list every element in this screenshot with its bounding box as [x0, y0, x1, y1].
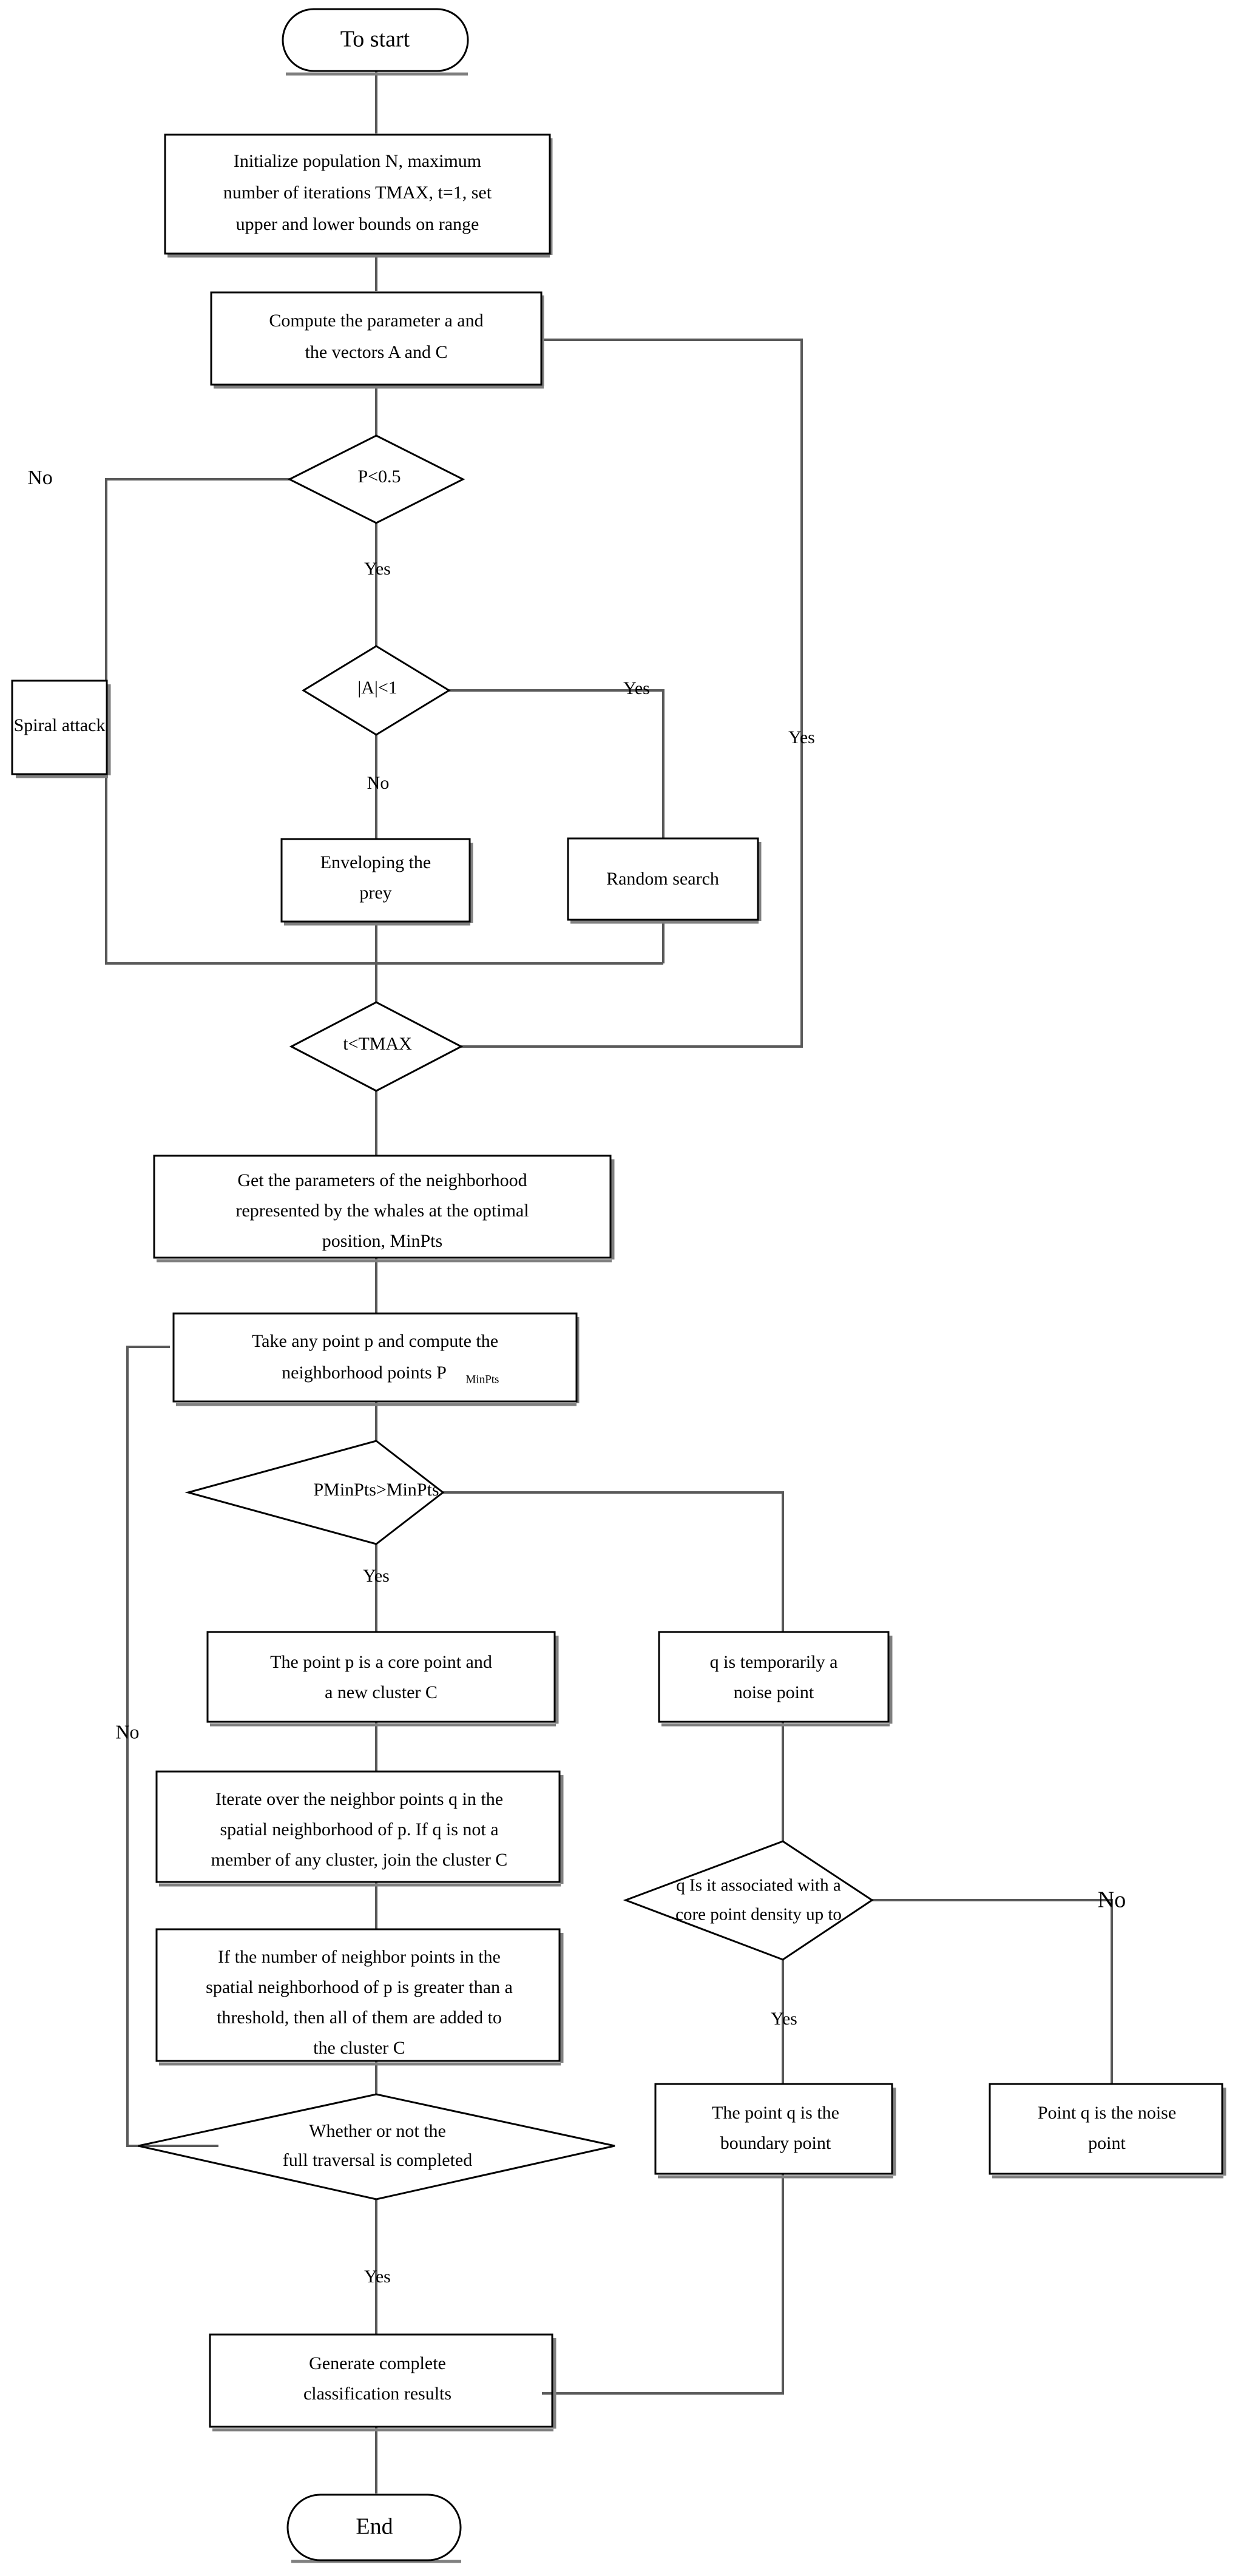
- node-noise-point-line-2: point: [1088, 2133, 1126, 2153]
- node-threshold-add-line-2: spatial neighborhood of p is greater tha…: [206, 1977, 513, 1997]
- edge-label-p-no: No: [27, 467, 53, 489]
- node-take-point-p-line-1: Take any point p and compute the: [252, 1331, 498, 1351]
- node-core-point-line-1: The point p is a core point and: [270, 1652, 492, 1672]
- node-temp-noise[interactable]: q is temporarily a noise point: [658, 1631, 890, 1723]
- node-q-associated[interactable]: q Is it associated with a core point den…: [623, 1840, 874, 1961]
- node-get-params-line-3: position, MinPts: [322, 1231, 442, 1251]
- node-iterate-neighbors-line-3: member of any cluster, join the cluster …: [211, 1850, 508, 1870]
- edge-label-a-no: No: [367, 773, 390, 793]
- edge-label-layer: No Yes Yes No Yes Yes No No Yes Yes: [27, 467, 1126, 2287]
- node-core-point[interactable]: The point p is a core point and a new cl…: [206, 1631, 556, 1723]
- node-spiral-attack-label: Spiral attack: [14, 715, 106, 735]
- node-core-point-line-2: a new cluster C: [325, 1682, 438, 1702]
- edge-label-p-yes: Yes: [364, 559, 391, 579]
- node-pminpts-gt-minpts[interactable]: PMinPts>MinPts: [184, 1440, 445, 1545]
- node-iterate-neighbors-line-2: spatial neighborhood of p. If q is not a: [220, 1819, 498, 1839]
- node-boundary-point[interactable]: The point q is the boundary point: [654, 2083, 893, 2175]
- edge-label-q-no: No: [1098, 1887, 1126, 1913]
- node-initialize-line-2: number of iterations TMAX, t=1, set: [223, 183, 492, 203]
- edge-label-q-yes: Yes: [771, 2009, 797, 2029]
- edge-label-traversal-yes: Yes: [364, 2267, 391, 2287]
- node-iterate-neighbors-line-1: Iterate over the neighbor points q in th…: [215, 1789, 503, 1809]
- edge-label-tmax-yes: Yes: [788, 727, 815, 747]
- node-p-lt-half-label: P<0.5: [357, 467, 401, 487]
- node-take-point-p-line-2: neighborhood points P: [282, 1363, 447, 1383]
- node-end-label: End: [356, 2514, 393, 2540]
- node-abs-a-lt-1[interactable]: |A|<1: [302, 645, 451, 736]
- node-threshold-add-line-1: If the number of neighbor points in the: [218, 1947, 501, 1967]
- edge-spiral-join: [105, 774, 663, 965]
- node-start-label: To start: [340, 27, 410, 52]
- node-spiral-attack[interactable]: Spiral attack: [11, 679, 108, 775]
- node-boundary-point-line-1: The point q is the: [712, 2103, 839, 2123]
- node-start[interactable]: To start: [282, 8, 469, 72]
- node-initialize[interactable]: Initialize population N, maximum number …: [164, 133, 551, 255]
- node-take-point-p-subscript: MinPts: [466, 1373, 499, 1386]
- node-q-associated-line-1: q Is it associated with a: [676, 1876, 841, 1895]
- node-noise-point-line-1: Point q is the noise: [1038, 2103, 1176, 2123]
- node-q-associated-line-2: core point density up to: [675, 1905, 842, 1924]
- node-random-search[interactable]: Random search: [567, 837, 759, 921]
- node-generate-results-line-2: classification results: [303, 2384, 451, 2404]
- node-t-lt-tmax-label: t<TMAX: [343, 1034, 412, 1054]
- connector-layer: [105, 71, 1113, 2493]
- edge-label-traversal-no: No: [115, 1721, 139, 1742]
- edge-traversal-no-to-takepoint: [126, 1346, 218, 2147]
- node-end[interactable]: End: [286, 2493, 462, 2561]
- edge-label-a-yes: Yes: [623, 678, 650, 698]
- node-generate-results[interactable]: Generate complete classification results: [209, 2333, 553, 2428]
- node-boundary-point-line-2: boundary point: [720, 2133, 831, 2153]
- shadow-layer: [16, 72, 1226, 2563]
- edge-qassoc-no-to-noise: [872, 1899, 1113, 2084]
- node-initialize-line-1: Initialize population N, maximum: [234, 151, 481, 171]
- node-get-params[interactable]: Get the parameters of the neighborhood r…: [153, 1155, 612, 1259]
- node-temp-noise-line-2: noise point: [734, 1682, 814, 1702]
- edge-label-pminpts-yes: Yes: [363, 1566, 390, 1586]
- node-threshold-add[interactable]: If the number of neighbor points in the …: [155, 1928, 561, 2062]
- node-p-lt-half[interactable]: P<0.5: [287, 434, 465, 524]
- edge-boundary-to-generate: [542, 2174, 784, 2395]
- node-take-point-p[interactable]: Take any point p and compute the neighbo…: [172, 1312, 578, 1403]
- node-temp-noise-line-1: q is temporarily a: [710, 1652, 838, 1672]
- node-noise-point[interactable]: Point q is the noise point: [989, 2083, 1223, 2175]
- node-compute-params-line-1: Compute the parameter a and: [269, 311, 483, 331]
- node-enveloping-prey[interactable]: Enveloping the prey: [280, 838, 471, 923]
- edge-pminpts-no-to-tempnoise: [443, 1491, 784, 1632]
- node-threshold-add-line-3: threshold, then all of them are added to: [217, 2008, 502, 2028]
- node-abs-a-lt-1-label: |A|<1: [357, 678, 397, 698]
- edge-a-yes-to-random: [449, 689, 665, 838]
- node-enveloping-prey-line-1: Enveloping the: [320, 852, 431, 872]
- node-pminpts-gt-minpts-label: PMinPts>MinPts: [313, 1480, 439, 1500]
- node-compute-params-line-2: the vectors A and C: [305, 342, 448, 362]
- node-initialize-line-3: upper and lower bounds on range: [236, 214, 479, 234]
- node-generate-results-line-1: Generate complete: [309, 2353, 446, 2373]
- edge-compute-right-feedback: [461, 339, 803, 1048]
- node-threshold-add-line-4: the cluster C: [313, 2038, 405, 2058]
- node-random-search-label: Random search: [606, 869, 719, 889]
- node-get-params-line-2: represented by the whales at the optimal: [235, 1201, 529, 1221]
- node-compute-params[interactable]: Compute the parameter a and the vectors …: [210, 291, 543, 386]
- node-t-lt-tmax[interactable]: t<TMAX: [289, 1001, 464, 1092]
- edge-p-no-to-spiral: [105, 478, 290, 681]
- node-whether-traversal-line-1: Whether or not the: [309, 2121, 446, 2141]
- node-whether-traversal[interactable]: Whether or not the full traversal is com…: [138, 2093, 615, 2200]
- node-iterate-neighbors[interactable]: Iterate over the neighbor points q in th…: [155, 1770, 561, 1883]
- node-get-params-line-1: Get the parameters of the neighborhood: [237, 1170, 527, 1190]
- node-enveloping-prey-line-2: prey: [359, 883, 391, 903]
- node-whether-traversal-line-2: full traversal is completed: [283, 2150, 472, 2170]
